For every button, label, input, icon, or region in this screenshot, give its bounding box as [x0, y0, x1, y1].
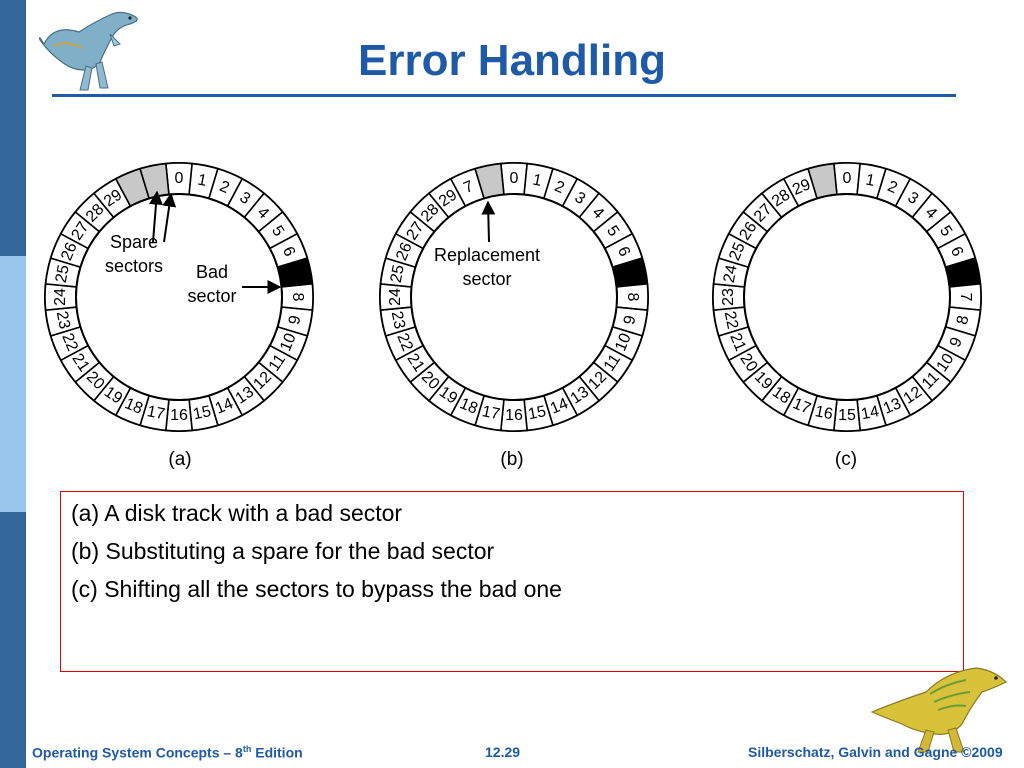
footer-book-sup: th [242, 744, 252, 754]
footer-page-number: 12.29 [485, 744, 521, 760]
sector-label: 25 [388, 263, 408, 284]
sector-label: 7 [957, 293, 974, 302]
sector-label: 21 [726, 331, 749, 354]
sector-label: 16 [505, 407, 523, 424]
sector-label: 29 [790, 176, 813, 199]
sector-label: 18 [122, 395, 145, 418]
sector-label: 14 [860, 403, 881, 423]
callout-arrow [149, 190, 163, 243]
side-bar [0, 0, 26, 768]
panel-label-b: (b) [500, 449, 524, 470]
dinosaur-decoration-icon [870, 667, 1008, 753]
callout-text: sector [462, 269, 511, 289]
callout-arrow [481, 200, 496, 243]
sector-label: 8 [954, 314, 972, 326]
sector-label: 16 [170, 407, 188, 424]
sector-label: 17 [145, 403, 166, 423]
track-inner-circle [75, 193, 283, 401]
footer-book: Operating System Concepts – 8th Edition [32, 744, 303, 761]
callout-arrow [162, 192, 177, 243]
sector-label: 18 [457, 395, 480, 418]
sector-label: 15 [527, 403, 548, 423]
sector-label: 1 [531, 172, 543, 190]
side-bar-top [0, 0, 26, 256]
sector-label: 15 [838, 407, 856, 424]
sector-label: 9 [621, 314, 639, 326]
callout-text: Replacement [434, 245, 540, 265]
sector-label: 10 [612, 331, 635, 354]
sector-label: 24 [387, 288, 404, 306]
sector-label: 10 [277, 331, 300, 354]
sector-label: 22 [393, 331, 416, 354]
sector-label: 16 [813, 403, 834, 423]
sector-label: 14 [213, 395, 236, 418]
sector-label: 23 [720, 288, 737, 306]
sector-label: 0 [175, 170, 184, 187]
caption-line-c: (c) Shifting all the sectors to bypass t… [71, 576, 562, 602]
sector-label: 26 [58, 240, 81, 263]
sector-label: 25 [726, 240, 749, 263]
dinosaur-logo-icon [38, 11, 138, 91]
side-bar-bottom [0, 512, 26, 768]
footer-book-post: Edition [251, 744, 303, 761]
sector-label: 24 [52, 288, 69, 306]
sector-label: 0 [843, 170, 852, 187]
sector-label: 8 [624, 293, 641, 302]
caption-line-b: (b) Substituting a spare for the bad sec… [71, 538, 495, 564]
sector-label: 23 [53, 310, 73, 331]
sector-label: 1 [864, 172, 876, 190]
callout-text: Bad [196, 262, 228, 282]
title-underline [52, 94, 956, 97]
sector-label: 24 [721, 263, 741, 284]
sector-label: 11 [266, 351, 289, 374]
sector-label: 9 [286, 314, 304, 326]
caption-line-a: (a) A disk track with a bad sector [71, 500, 403, 526]
caption-box: (a) A disk track with a bad sector (b) S… [60, 491, 964, 672]
callout-text: sectors [105, 256, 163, 276]
panel-label-c: (c) [834, 449, 858, 470]
sector-label: 8 [289, 293, 306, 302]
side-bar-middle [0, 256, 26, 512]
footer-copyright: Silberschatz, Galvin and Gagne ©2009 [748, 744, 1003, 760]
sector-label: 13 [881, 395, 904, 418]
track-inner-circle [743, 193, 951, 401]
slide-title: Error Handling [357, 36, 667, 85]
footer-book-pre: Operating System Concepts – 8 [32, 744, 243, 761]
sector-label: 11 [601, 351, 624, 374]
sector-label: 23 [388, 310, 408, 331]
sector-label: 22 [58, 331, 81, 354]
sector-label: 15 [192, 403, 213, 423]
sector-label: 26 [393, 240, 416, 263]
sector-label: 0 [510, 170, 519, 187]
panel-label-a: (a) [168, 449, 192, 470]
sector-label: 17 [790, 395, 813, 418]
track-inner-circle [410, 193, 618, 401]
sector-label: 14 [548, 395, 571, 418]
sector-label: 1 [196, 172, 208, 190]
sector-label: 25 [53, 263, 73, 284]
sector-label: 17 [480, 403, 501, 423]
callout-text: Spare [110, 232, 158, 252]
callout-text: sector [187, 286, 236, 306]
sector-label: 22 [721, 310, 741, 331]
